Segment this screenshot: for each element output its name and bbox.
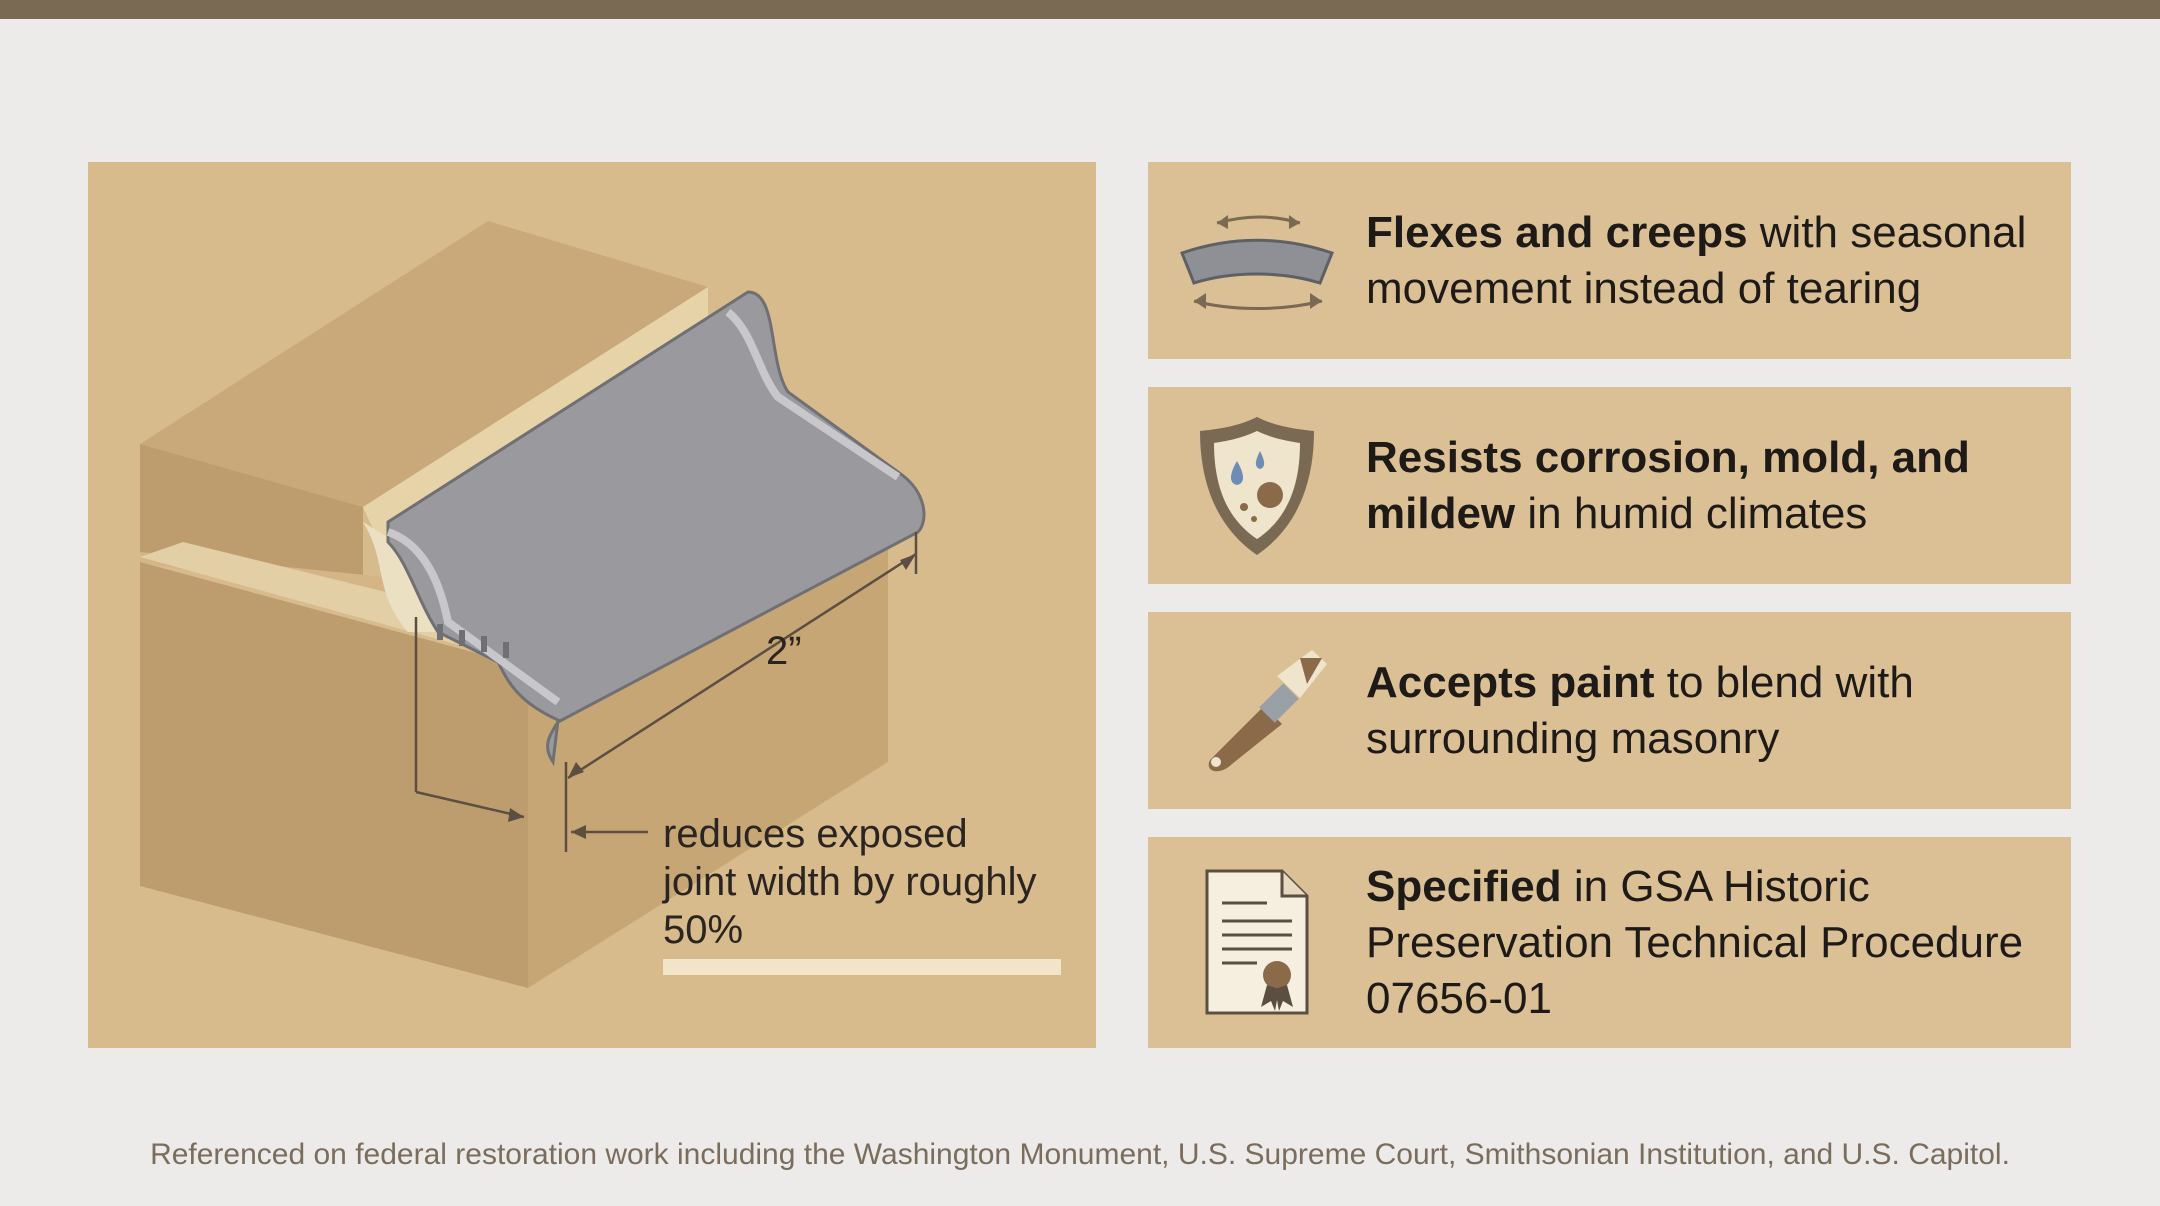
footer-note: Referenced on federal restoration work i…: [150, 1138, 2010, 1171]
callout-line-2: joint width by roughly: [663, 860, 1037, 904]
feature-text-corrosion: Resists corrosion, mold, and mildew in h…: [1366, 432, 1970, 538]
feature-text-specified: Specified in GSA Historic Preservation T…: [1366, 861, 2024, 1023]
callout-line-1: reduces exposed: [663, 812, 968, 856]
lower-block-front: [140, 562, 528, 988]
dimension-label: 2”: [766, 629, 802, 673]
feature-card-paint: Accepts paint to blend with surrounding …: [1148, 612, 2071, 809]
feature-card-specified: Specified in GSA Historic Preservation T…: [1148, 837, 2071, 1048]
flex-strip-icon: [1172, 201, 1342, 321]
top-bar: [0, 0, 2160, 19]
upper-block-top: [140, 221, 708, 507]
feature-text-paint: Accepts paint to blend with surrounding …: [1366, 657, 1914, 763]
shield-mold-icon: [1172, 411, 1342, 561]
callout-underline: [663, 959, 1061, 975]
feature-card-flex: Flexes and creeps with seasonal movement…: [1148, 162, 2071, 359]
feature-card-corrosion: Resists corrosion, mold, and mildew in h…: [1148, 387, 2071, 584]
certificate-icon: [1172, 863, 1342, 1023]
illustration-panel: 2” reduces exposed joint width by roughl…: [88, 162, 1096, 1048]
callout-text: reduces exposed joint width by roughly 5…: [663, 810, 1083, 954]
paintbrush-icon: [1172, 636, 1342, 786]
joint-strip-illustration: 2”: [140, 221, 926, 988]
dimension-line-2in: [567, 552, 917, 780]
callout-line-3: 50%: [663, 908, 744, 952]
feature-text-flex: Flexes and creeps with seasonal movement…: [1366, 207, 2027, 313]
